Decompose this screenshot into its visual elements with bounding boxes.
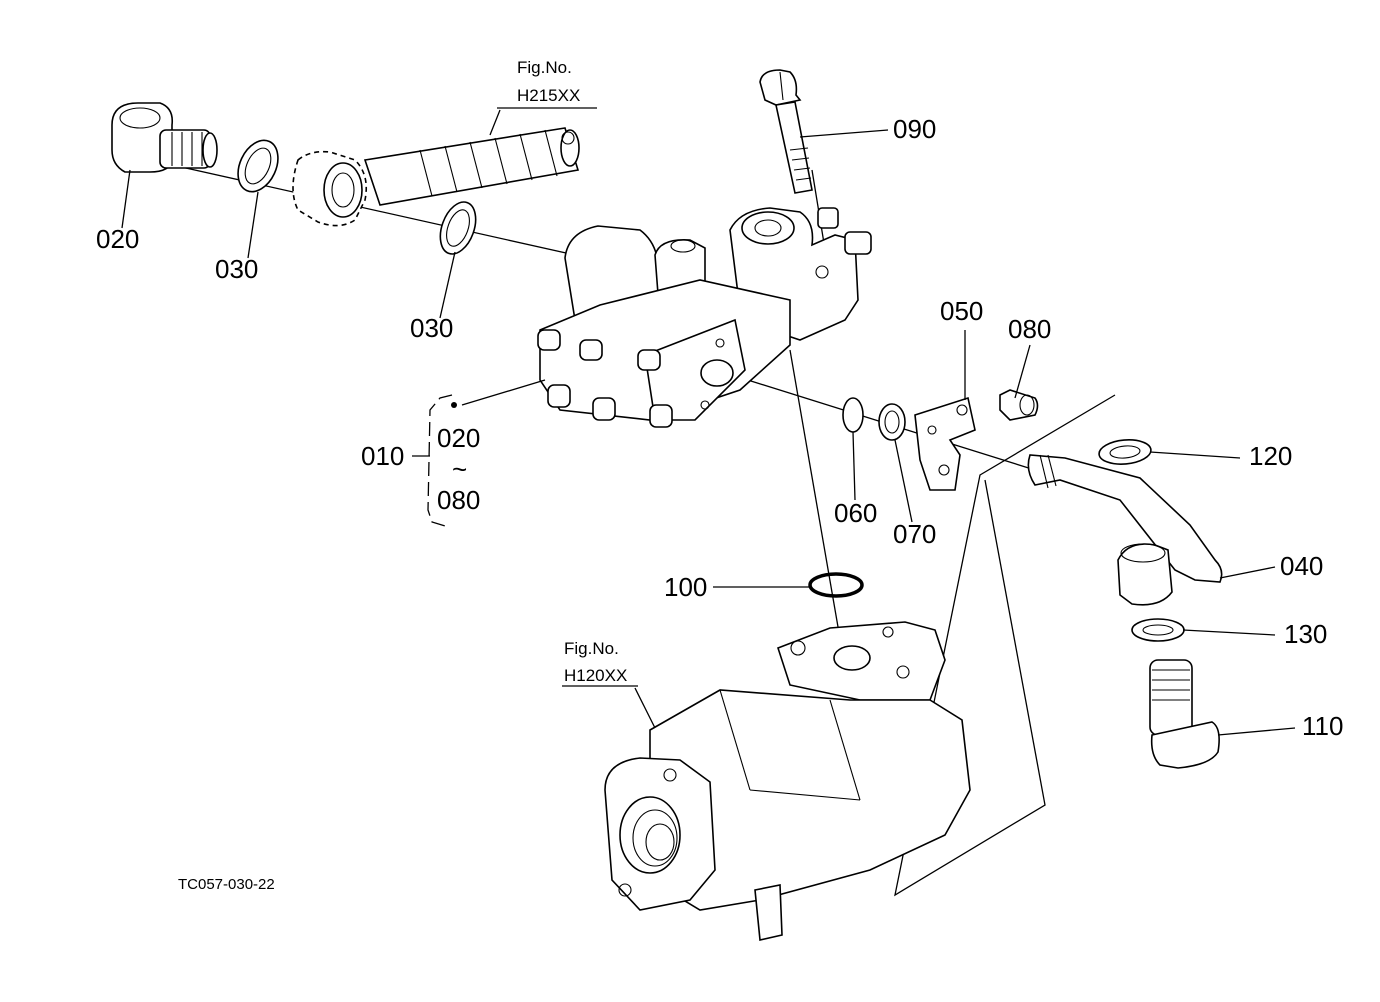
leader-lines xyxy=(121,107,1296,736)
label-040: 040 xyxy=(1280,551,1323,581)
label-060: 060 xyxy=(834,498,877,528)
flange-bolt-090 xyxy=(759,69,813,194)
label-020: 020 xyxy=(96,224,139,254)
main-pump-h120xx xyxy=(604,621,971,941)
label-010: 010 xyxy=(361,441,404,471)
part-labels: Fig.No. H215XX Fig.No. H120XX 020 030 03… xyxy=(96,58,1343,893)
label-050: 050 xyxy=(940,296,983,326)
banjo-bolt-110 xyxy=(1149,659,1220,769)
o-ring-100 xyxy=(808,572,864,598)
figure-ref-1-prefix: Fig.No. xyxy=(517,58,572,77)
label-080: 080 xyxy=(1008,314,1051,344)
cap-bolts xyxy=(537,329,673,428)
washer-130 xyxy=(1131,618,1185,642)
washer-030-upper xyxy=(237,139,279,193)
label-130: 130 xyxy=(1284,619,1327,649)
label-100: 100 xyxy=(664,572,707,602)
label-range-tilde: ~ xyxy=(452,454,467,484)
label-030-lower: 030 xyxy=(410,313,453,343)
label-110: 110 xyxy=(1302,711,1343,741)
washer-120 xyxy=(1098,439,1152,465)
banjo-bolt-020 xyxy=(111,102,218,173)
o-ring-060 xyxy=(842,397,864,433)
washer-070 xyxy=(878,403,906,441)
label-range-from: 020 xyxy=(437,423,480,453)
figure-ref-2-prefix: Fig.No. xyxy=(564,639,619,658)
plate-050 xyxy=(914,396,976,491)
drawing-code: TC057-030-22 xyxy=(178,876,275,893)
label-120: 120 xyxy=(1249,441,1292,471)
figure-ref-2-number: H120XX xyxy=(564,666,627,685)
label-030-upper: 030 xyxy=(215,254,258,284)
washer-030-lower xyxy=(439,201,477,255)
plug-080 xyxy=(999,389,1039,421)
label-090: 090 xyxy=(893,114,936,144)
pipe-h215xx xyxy=(292,127,580,227)
label-range-to: 080 xyxy=(437,485,480,515)
valve-body-010 xyxy=(537,207,872,428)
pipe-040 xyxy=(1027,454,1223,606)
figure-ref-1-number: H215XX xyxy=(517,86,580,105)
label-070: 070 xyxy=(893,519,936,549)
